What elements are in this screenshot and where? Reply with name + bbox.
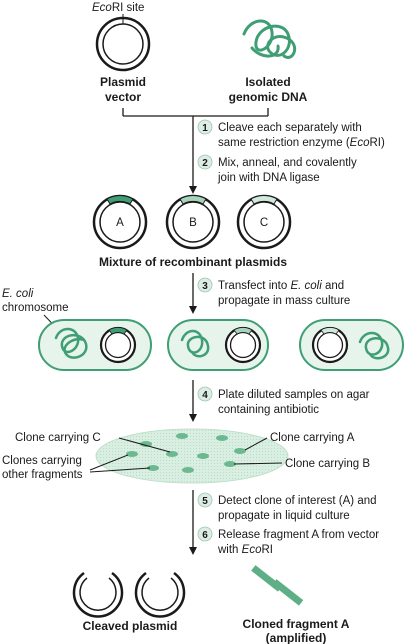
step-3: 3 Transfect into E. coli and propagate i… (197, 277, 350, 307)
ecoli-cell-a (38, 319, 152, 371)
svg-text:Transfect into E. coli and: Transfect into E. coli and (218, 280, 344, 292)
clone-c-label: Clone carrying C (15, 432, 101, 444)
genomic-dna-label: Isolated (245, 75, 290, 89)
svg-text:6: 6 (202, 530, 208, 541)
cloned-fragment-label-2: (amplified) (266, 631, 327, 644)
recombinant-plasmids-label: Mixture of recombinant plasmids (99, 255, 287, 269)
insert-c-label: C (260, 217, 268, 229)
other-clones-pointer-2 (89, 467, 151, 473)
plasmid-c (236, 194, 292, 250)
step-2: 2 Mix, anneal, and covalently join with … (197, 154, 357, 184)
clone-b-pointer (233, 462, 283, 465)
svg-text:EcoRI site: EcoRI site (92, 2, 144, 14)
plasmid-vector (95, 16, 151, 72)
cleaved-plasmid-1 (72, 571, 124, 618)
step-5: 5 Detect clone of interest (A) and propa… (197, 492, 377, 522)
agar-plate (95, 428, 289, 484)
svg-text:same restriction enzyme (EcoRI: same restriction enzyme (EcoRI) (218, 137, 385, 149)
plasmid-vector-label: Plasmid (100, 75, 146, 89)
svg-text:Release fragment A from vector: Release fragment A from vector (218, 529, 379, 541)
svg-text:Plate diluted samples on agar: Plate diluted samples on agar (218, 389, 370, 401)
cleaved-plasmid-label: Cleaved plasmid (83, 619, 178, 633)
genomic-dna-squiggle (242, 19, 297, 59)
step-4: 4 Plate diluted samples on agar containi… (197, 386, 370, 416)
cloned-fragments (251, 565, 304, 606)
step-6: 6 Release fragment A from vector with Ec… (197, 526, 379, 556)
svg-text:5: 5 (202, 496, 208, 507)
svg-text:with EcoRI: with EcoRI (217, 544, 273, 556)
ecoli-chromosome-label-2: chromosome (2, 302, 68, 314)
other-clones-label: Clones carrying (2, 455, 82, 467)
svg-text:containing antibiotic: containing antibiotic (218, 404, 319, 416)
svg-text:Cleave each separately with: Cleave each separately with (218, 122, 362, 134)
ecoli-chromosome-label: E. coli (2, 288, 34, 300)
merge-bracket (122, 108, 269, 194)
clone-a-label: Clone carrying A (270, 432, 355, 444)
svg-text:propagate in liquid culture: propagate in liquid culture (218, 510, 350, 522)
ecoli-cell-c (299, 319, 404, 371)
svg-text:2: 2 (202, 158, 208, 169)
svg-text:Mix, anneal, and covalently: Mix, anneal, and covalently (218, 157, 357, 169)
step-1: 1 Cleave each separately with same restr… (197, 119, 385, 149)
cloned-fragment-label: Cloned fragment A (243, 617, 350, 631)
plasmid-b (165, 194, 221, 250)
svg-text:propagate in mass culture: propagate in mass culture (218, 295, 350, 307)
insert-a-label: A (116, 217, 124, 229)
svg-text:Detect clone of interest (A) a: Detect clone of interest (A) and (218, 495, 377, 507)
clone-b-label: Clone carrying B (285, 458, 370, 470)
genomic-dna-label-2: genomic DNA (229, 90, 308, 104)
ecori-site-label: EcoRI site (92, 2, 144, 14)
ecoli-cell-b (167, 319, 269, 371)
plasmid-vector-label-2: vector (105, 90, 141, 104)
clone-c-pointer (118, 437, 171, 453)
svg-text:1: 1 (202, 123, 208, 134)
svg-text:3: 3 (202, 281, 208, 292)
other-clones-pointer-1 (89, 454, 129, 471)
svg-text:4: 4 (202, 390, 208, 401)
other-clones-label-2: other fragments (2, 469, 83, 481)
plasmid-a (92, 194, 148, 250)
clone-a-pointer (244, 437, 268, 451)
insert-b-label: B (189, 217, 197, 229)
cleaved-plasmid-2 (134, 571, 186, 618)
svg-text:join with DNA ligase: join with DNA ligase (217, 172, 320, 184)
